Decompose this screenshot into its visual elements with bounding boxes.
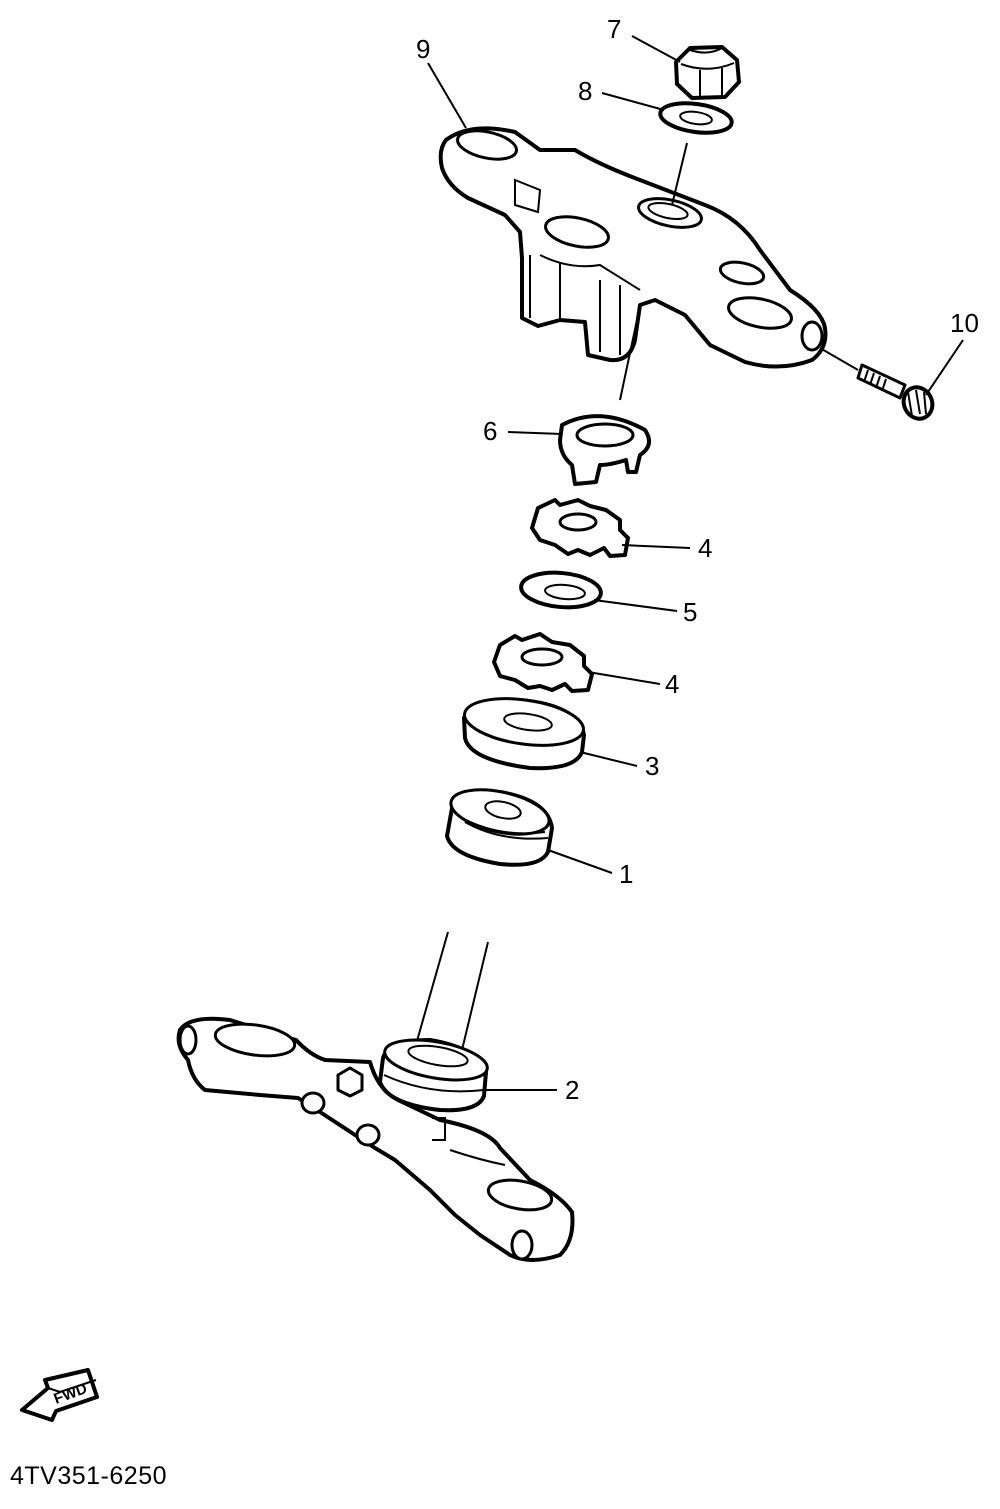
callout-3: 3 [645,751,659,781]
fwd-arrow: FWD [20,1368,99,1422]
part-6-lock-washer [558,414,651,486]
part-code-label: 4TV351-6250 [10,1462,168,1490]
leader-lines [427,35,964,1091]
part-7-cap-nut [674,45,741,100]
lower-bracket [176,1016,575,1262]
callout-7: 7 [607,14,621,44]
part-5-washer [519,570,603,610]
part-3-dust-cover [462,697,586,771]
callout-4-lower: 4 [665,669,679,699]
part-4-ring-nut-lower [492,632,594,693]
part-9-upper-bracket [438,126,828,369]
callout-4-upper: 4 [698,533,712,563]
part-1-bearing [445,788,554,867]
callout-1: 1 [619,859,633,889]
part-2-lower-bearing [378,1038,489,1113]
callout-8: 8 [578,76,592,106]
part-10-bolt [856,363,935,421]
part-4-ring-nut-upper [530,498,630,558]
callout-9: 9 [416,34,430,64]
callout-10: 10 [950,308,979,338]
callout-5: 5 [683,597,697,627]
callout-6: 6 [483,416,497,446]
callout-2: 2 [565,1075,579,1105]
part-8-washer [658,101,734,135]
